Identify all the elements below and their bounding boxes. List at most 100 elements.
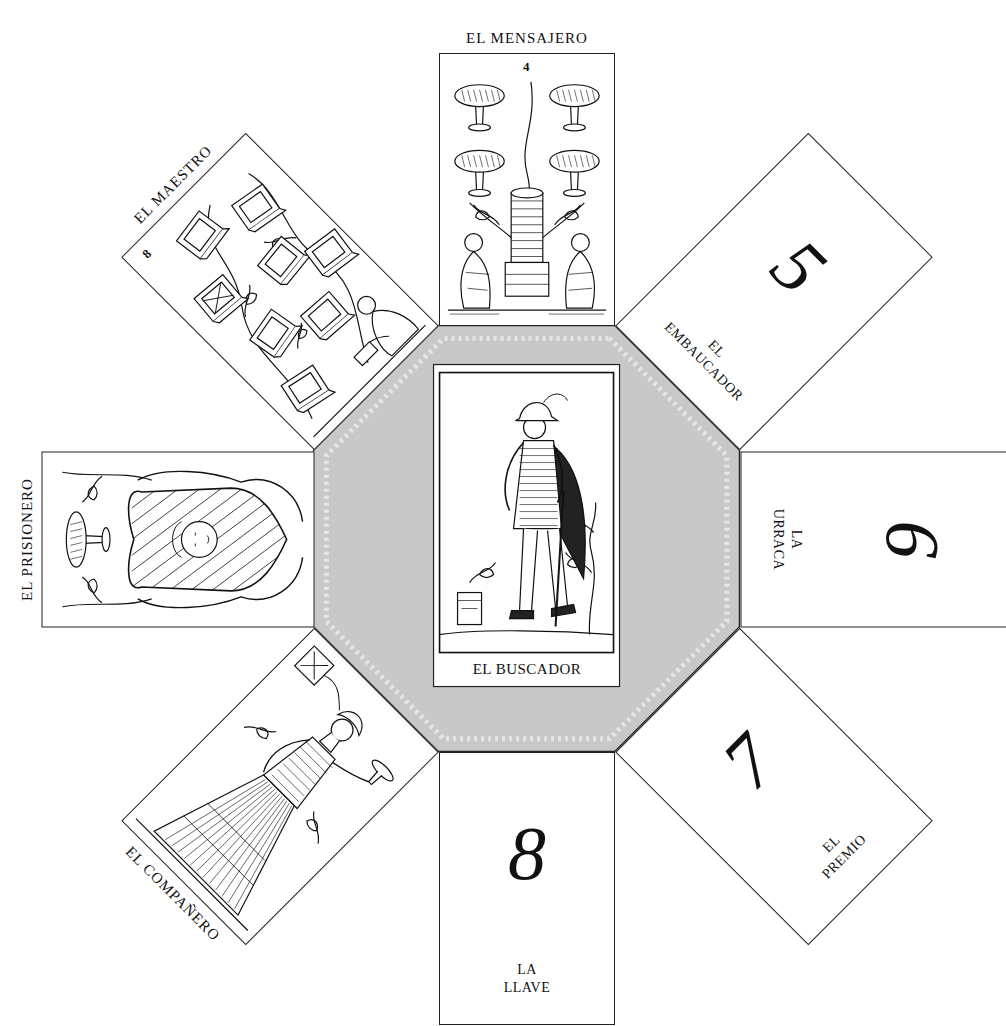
engraving-stroke [520,497,558,498]
engraving-stroke [511,248,543,249]
engraving-stroke [569,272,593,290]
engraving-stroke [354,342,378,366]
engraving-stroke [466,272,490,290]
engraving-stroke [131,405,290,524]
engraving-stroke [176,211,222,259]
engraving-stroke [590,503,596,635]
book-engraving [300,289,354,342]
engraving-stroke [505,274,549,284]
engraving-stroke [300,292,348,339]
engraving-stroke [506,443,524,511]
shield-stripes [131,357,290,745]
engraving-stroke [305,817,321,833]
engraving-stroke [520,448,558,449]
engraving-stroke [485,155,488,167]
engraving-stroke [511,224,543,225]
engraving-stroke [569,90,572,102]
engraving-stroke [511,208,543,209]
engraving-stroke [250,310,296,358]
engraving-stroke [320,312,355,343]
engraving [448,82,606,314]
engraving-stroke [511,200,543,201]
engraving-stroke [207,801,302,896]
engraving-stroke [131,579,290,698]
engraving-stroke [70,556,82,559]
engraving-stroke [474,155,477,167]
engraving-stroke [571,234,589,252]
engraving-stroke [300,811,332,843]
engraving-stroke [556,491,564,627]
engraving-stroke [511,240,543,241]
engraving-stroke [448,310,606,311]
engraving-stroke [440,631,614,635]
engraving-stroke [497,155,500,167]
engraving-stroke [131,594,290,713]
engraving-stroke [294,752,321,779]
engraving-stroke [297,388,335,415]
engraving-stroke [476,170,484,191]
engraving-stroke [569,155,572,167]
engraving-stroke [300,651,328,679]
engraving-stroke [520,525,558,526]
engraving-stroke [82,476,102,502]
engraving-stroke [511,188,543,198]
card-title: LA LLAVE [504,961,551,996]
engraving-stroke [131,484,290,603]
engraving-stroke [552,605,576,617]
card-engraving [440,54,614,325]
engraving-stroke [211,805,314,908]
card-number: 4 [521,60,532,73]
engraving-stroke [586,90,589,102]
engraving-stroke [338,705,368,735]
engraving-stroke [314,674,350,710]
engraving-stroke [476,105,484,126]
engraving-stroke [461,252,490,309]
engraving-stroke [580,90,583,102]
book-engraving [232,182,286,234]
engraving-stroke [257,237,304,285]
engraving-stroke [520,476,558,477]
engraving-stroke [88,579,97,593]
engraving-stroke [131,468,290,587]
engraving-stroke [281,366,329,411]
engraving-stroke [281,252,311,287]
card-title: EL PREMIO [806,818,870,882]
card-title: EL PRISIONERO [17,382,35,696]
engraving-stroke [294,646,333,685]
engraving-stroke [70,521,82,524]
engraving-stroke [514,441,562,529]
center-card [434,365,620,687]
engraving-stroke [213,295,248,325]
engraving-stroke [520,529,538,611]
engraving-stroke [131,547,290,666]
book-engraving [250,306,302,360]
engraving-stroke [485,90,488,102]
engraving-stroke [277,769,304,796]
engraving-stroke [469,190,491,197]
engraving-stroke [550,85,599,107]
engraving-stroke [462,155,465,167]
engraving-stroke [520,511,558,512]
engraving-stroke [520,490,558,491]
octagon-border-ornament [327,339,727,739]
engraving-stroke [555,205,581,225]
engraving-stroke [70,535,82,538]
engraving-stroke [592,155,595,167]
octagon-ground [314,326,740,752]
engraving-stroke [592,90,595,102]
engraving-stroke [300,747,327,774]
engraving-stroke [209,803,308,902]
engraving-stroke [200,226,229,262]
engraving [62,357,302,745]
card-title: LA URRACA [769,508,804,569]
engraving-stroke [520,469,558,470]
engraving-stroke [586,155,589,167]
engraving-stroke [511,232,543,233]
engraving-stroke [131,515,290,634]
engraving-stroke [563,155,566,167]
engraving-stroke [450,314,604,315]
engraving-stroke [200,794,283,877]
engraving-stroke [565,211,579,220]
book-engraving [194,272,248,325]
